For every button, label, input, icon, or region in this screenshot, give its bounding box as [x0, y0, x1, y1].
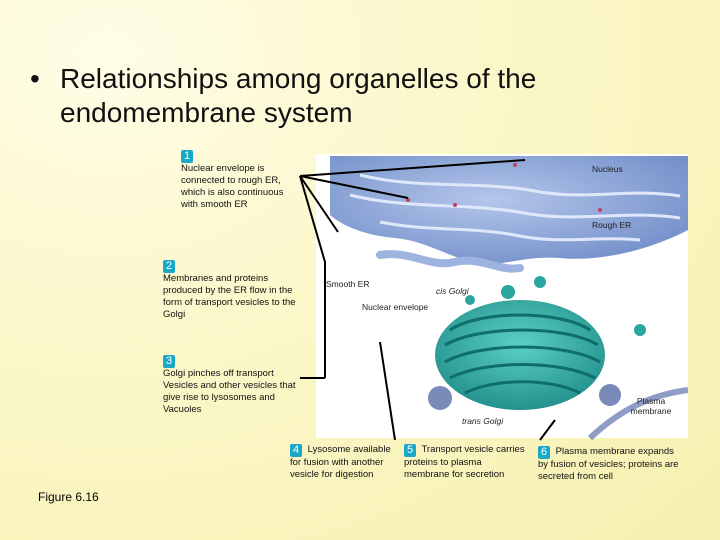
vesicles [428, 276, 646, 410]
title-bullet: • [30, 63, 40, 94]
step-5: 5 Transport vesicle carries proteins to … [404, 444, 529, 481]
step-2-number: 2 [163, 260, 175, 273]
plasma-membrane-shape [587, 387, 689, 441]
smooth-er-shape [376, 250, 524, 273]
label-nuclear-envelope: Nuclear envelope [362, 302, 429, 312]
step-6-number: 6 [538, 446, 550, 459]
step-3-number: 3 [163, 355, 175, 368]
step-3: 3 Golgi pinches off transport Vesicles a… [163, 355, 308, 416]
step-5-text: Transport vesicle carries proteins to pl… [404, 444, 525, 480]
step-6-text: Plasma membrane expands by fusion of ves… [538, 446, 679, 482]
figure-caption: Figure 6.16 [38, 490, 99, 504]
label-nucleus: Nucleus [592, 164, 623, 174]
step-4-text: Lysosome available for fusion with anoth… [290, 444, 391, 480]
label-trans-golgi: trans Golgi [462, 416, 504, 426]
step-6: 6 Plasma membrane expands by fusion of v… [538, 446, 683, 483]
slide-title: • Relationships among organelles of the … [30, 62, 690, 130]
step-4: 4 Lysosome available for fusion with ano… [290, 444, 402, 481]
step-2: 2 Membranes and proteins produced by the… [163, 260, 298, 321]
label-cis-golgi: cis Golgi [436, 286, 469, 296]
step-1-number: 1 [181, 150, 193, 163]
step-1: 1 Nuclear envelope is connected to rough… [181, 150, 301, 211]
title-text: Relationships among organelles of the en… [60, 63, 537, 128]
nucleus-region [330, 156, 688, 265]
step-3-text: Golgi pinches off transport Vesicles and… [163, 368, 296, 415]
step-4-number: 4 [290, 444, 302, 457]
step-2-text: Membranes and proteins produced by the E… [163, 273, 296, 320]
step-5-number: 5 [404, 444, 416, 457]
golgi-apparatus [435, 300, 605, 410]
step-1-text: Nuclear envelope is connected to rough E… [181, 163, 284, 210]
label-rough-er: Rough ER [592, 220, 632, 230]
label-plasma-membrane: Plasma membrane [630, 396, 672, 416]
pointer-lines [299, 159, 556, 441]
label-smooth-er: Smooth ER [326, 279, 370, 289]
